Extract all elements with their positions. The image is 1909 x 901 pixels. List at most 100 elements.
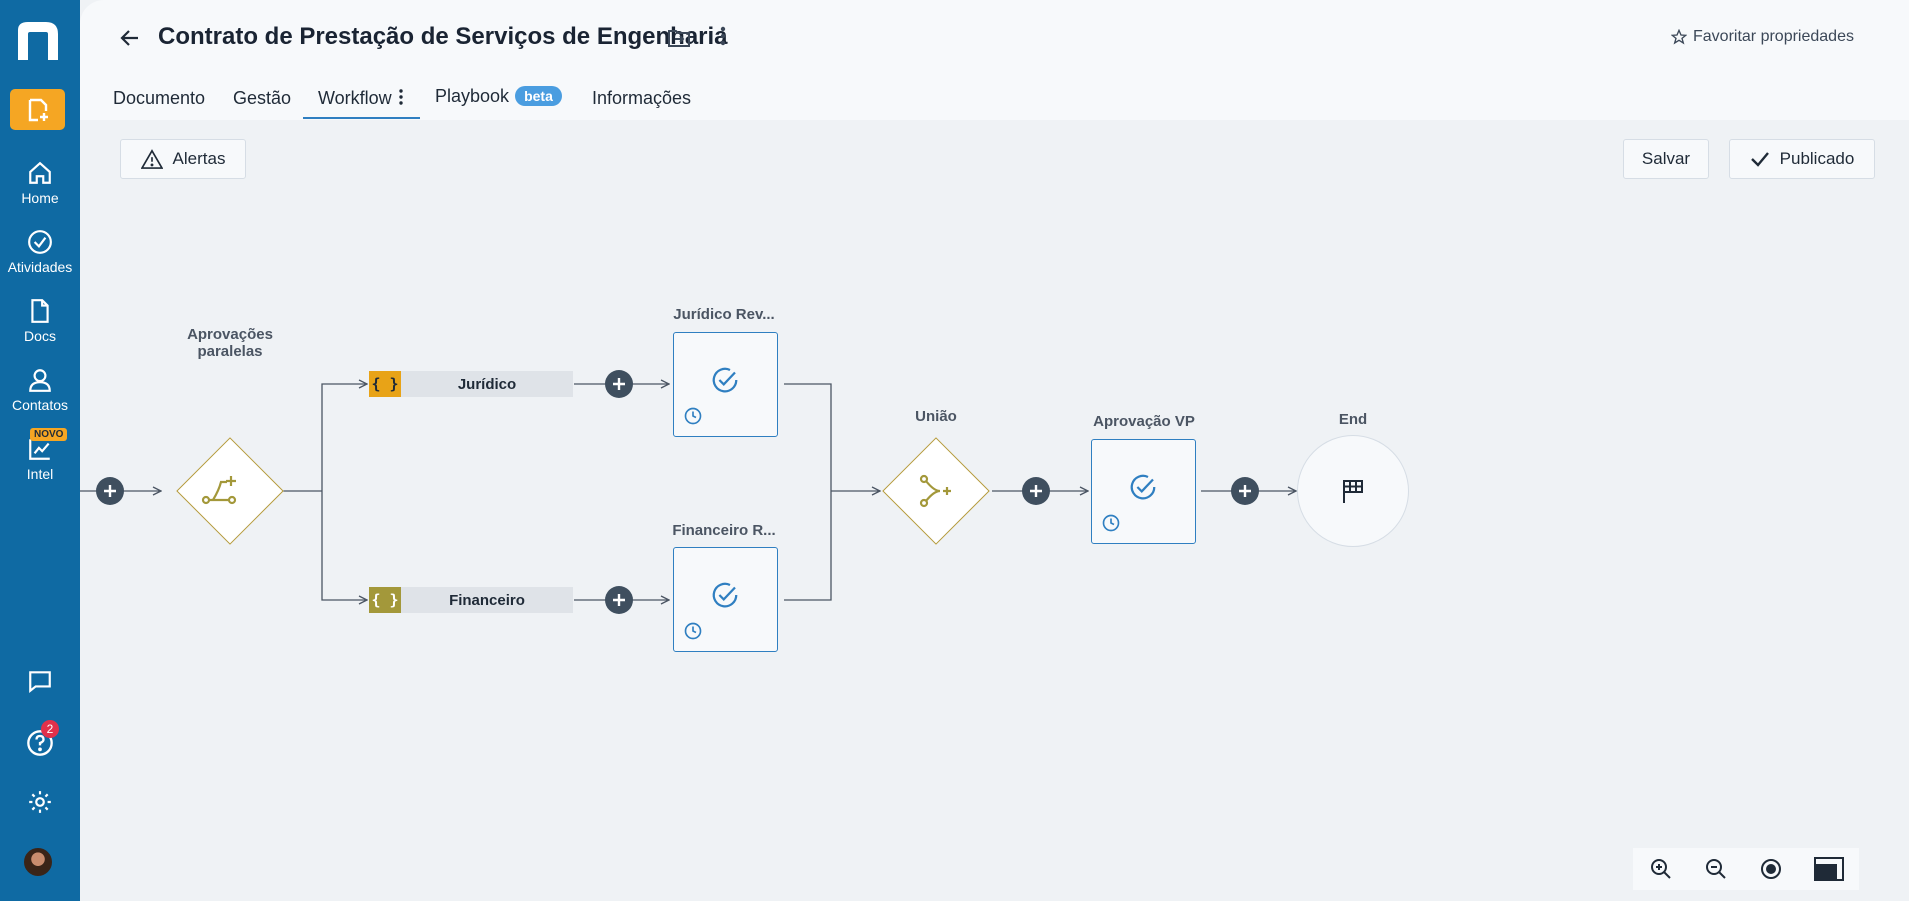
beta-badge: beta (515, 86, 562, 106)
alerts-label: Alertas (172, 149, 226, 168)
move-to-folder-button[interactable] (667, 26, 691, 55)
new-feature-badge: NOVO (30, 428, 68, 441)
zoom-in-icon (1650, 859, 1671, 879)
active-tab-indicator (303, 117, 420, 119)
document-icon (31, 299, 49, 323)
warning-icon (140, 149, 163, 169)
alerts-button[interactable]: Alertas (120, 139, 246, 179)
plus-icon (1239, 485, 1251, 497)
flag-icon (1343, 480, 1363, 503)
minimap-toggle-button[interactable] (1813, 857, 1844, 881)
code-braces-icon: { } (369, 371, 401, 397)
published-button[interactable]: Publicado (1729, 139, 1875, 179)
condition-financeiro-label: Financeiro (401, 587, 573, 613)
task-juridico-review[interactable] (673, 332, 778, 437)
help-icon (27, 730, 53, 756)
task-financeiro-label: Financeiro R... (672, 522, 776, 539)
tab-playbook-label: Playbook (435, 86, 510, 106)
end-node[interactable] (1297, 435, 1409, 547)
gear-icon (29, 791, 51, 813)
new-document-button[interactable] (10, 89, 65, 130)
parallel-gateway-label-line2: paralelas (197, 343, 263, 360)
back-button[interactable] (118, 26, 142, 55)
zoom-controls (1633, 848, 1859, 890)
chat-button[interactable] (0, 668, 80, 694)
new-document-icon (28, 98, 48, 121)
tab-informacoes[interactable]: Informações (592, 88, 692, 108)
kebab-menu-icon[interactable] (397, 88, 405, 106)
sidebar-item-contatos[interactable]: Contatos (0, 367, 80, 413)
star-icon (1671, 29, 1687, 45)
chart-icon (29, 439, 50, 460)
zoom-in-button[interactable] (1649, 857, 1673, 881)
tab-documento[interactable]: Documento (113, 88, 206, 108)
favorite-properties-label: Favoritar propriedades (1693, 28, 1854, 45)
check-circle-icon (28, 230, 52, 254)
join-gateway-label: União (915, 408, 957, 425)
approval-check-icon (712, 582, 738, 608)
condition-financeiro[interactable]: { } Financeiro (369, 587, 573, 613)
sidebar-item-atividades[interactable]: Atividades (0, 229, 80, 275)
plus-icon (104, 485, 116, 497)
parallel-gateway-label: Aprovações paralelas (168, 326, 292, 360)
sidebar-item-label: Intel (26, 466, 54, 482)
add-step-button[interactable] (1022, 477, 1050, 505)
sidebar-item-label: Home (21, 190, 59, 206)
condition-juridico-label: Jurídico (401, 371, 573, 397)
zoom-out-button[interactable] (1704, 857, 1728, 881)
folder-move-icon (668, 30, 690, 47)
clock-icon (1102, 514, 1120, 532)
target-icon (1760, 859, 1781, 879)
sidebar-item-label: Contatos (11, 397, 69, 413)
sidebar-item-docs[interactable]: Docs (0, 298, 80, 344)
arrow-left-icon (120, 30, 138, 46)
add-step-button[interactable] (605, 370, 633, 398)
tab-workflow-label: Workflow (318, 88, 392, 108)
tab-workflow[interactable]: Workflow (318, 88, 405, 109)
page-title: Contrato de Prestação de Serviços de Eng… (158, 23, 728, 50)
plus-icon (613, 378, 625, 390)
workflow-edges (80, 180, 1909, 901)
add-step-button[interactable] (96, 477, 124, 505)
approval-check-icon (1130, 474, 1156, 500)
save-label: Salvar (1641, 149, 1691, 168)
avatar[interactable] (22, 846, 54, 878)
task-vp-label: Aprovação VP (1093, 413, 1195, 430)
settings-button[interactable] (0, 789, 80, 815)
help-notification-badge: 2 (41, 720, 59, 738)
help-button[interactable] (0, 729, 80, 757)
zoom-out-icon (1705, 859, 1726, 879)
minimap-icon (1813, 857, 1844, 881)
task-juridico-label: Jurídico Rev... (673, 306, 775, 323)
workflow-canvas[interactable]: Aprovações paralelas { } Jurídico { } Fi… (80, 180, 1909, 901)
center-view-button[interactable] (1759, 857, 1783, 881)
plus-icon (1030, 485, 1042, 497)
check-icon (1750, 152, 1769, 167)
task-financeiro-review[interactable] (673, 547, 778, 652)
user-icon (29, 369, 51, 392)
add-step-button[interactable] (605, 586, 633, 614)
save-button[interactable]: Salvar (1623, 139, 1709, 179)
app-logo-icon[interactable] (16, 20, 60, 64)
clock-icon (684, 407, 702, 425)
sidebar-item-label: Docs (24, 328, 56, 344)
more-options-button[interactable] (714, 24, 732, 53)
chat-icon (29, 671, 51, 694)
favorite-properties-button[interactable]: Favoritar propriedades (1671, 28, 1854, 46)
clock-icon (684, 622, 702, 640)
sidebar-item-intel[interactable]: Intel (0, 436, 80, 482)
tab-gestao[interactable]: Gestão (233, 88, 292, 108)
condition-juridico[interactable]: { } Jurídico (369, 371, 573, 397)
approval-check-icon (712, 367, 738, 393)
home-icon (29, 161, 51, 184)
sidebar: Home Atividades Docs Contatos Intel NOVO… (0, 0, 80, 901)
end-node-label: End (1338, 411, 1368, 428)
published-label: Publicado (1779, 149, 1855, 168)
code-braces-icon: { } (369, 587, 401, 613)
parallel-gateway-label-line1: Aprovações (187, 326, 273, 343)
task-vp-approval[interactable] (1091, 439, 1196, 544)
add-step-button[interactable] (1231, 477, 1259, 505)
sidebar-item-home[interactable]: Home (0, 160, 80, 206)
page-header (80, 0, 1909, 120)
